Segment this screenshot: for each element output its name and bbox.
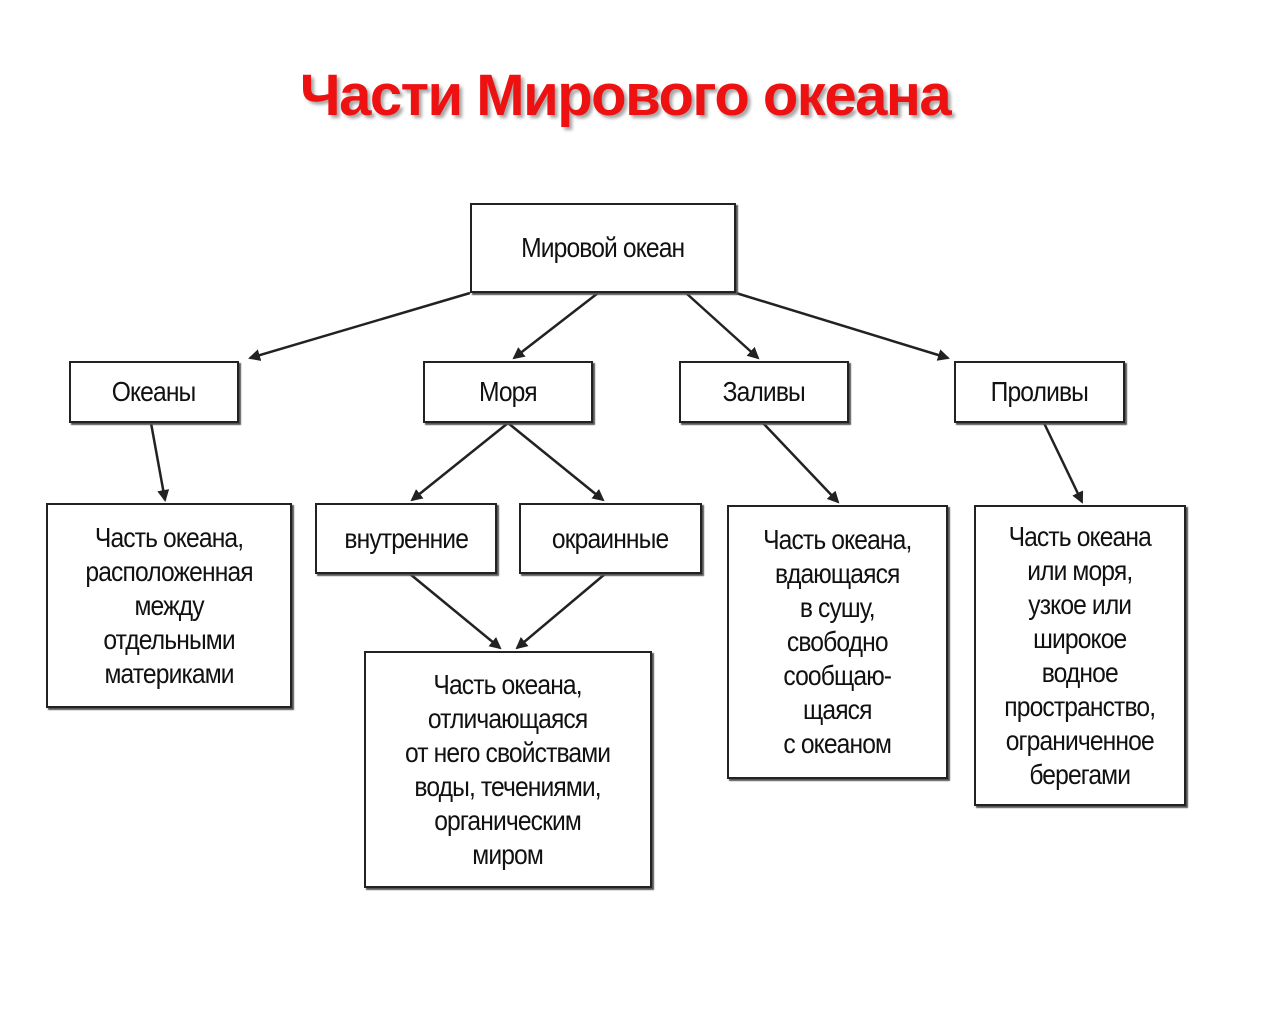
root-label: Мировой океан — [521, 232, 685, 263]
straits-definition-text: Часть океана или моря, узкое или широкое… — [1004, 520, 1157, 790]
seas-definition-box: Часть океана, отличающаяся от него свойс… — [364, 651, 652, 888]
arrow-root-seas — [512, 292, 599, 360]
seas-box: Моря — [423, 361, 593, 423]
arrow-seas-marginal — [507, 422, 605, 502]
arrow-seas-inner — [410, 422, 509, 502]
gulfs-label: Заливы — [722, 376, 806, 407]
arrow-oceans-def — [149, 422, 170, 502]
inner-seas-label: внутренние — [344, 522, 468, 554]
gulfs-box: Заливы — [679, 361, 849, 423]
marginal-seas-label: окраинные — [552, 522, 669, 554]
gulfs-definition-text: Часть океана, вдающаяся в сушу, свободно… — [763, 524, 912, 759]
straits-label: Проливы — [990, 376, 1089, 407]
seas-definition-text: Часть океана, отличающаяся от него свойс… — [405, 668, 611, 870]
arrow-gulfs-def — [762, 422, 840, 504]
arrow-root-oceans — [248, 291, 471, 361]
arrow-root-gulfs — [685, 292, 760, 360]
gulfs-definition-box: Часть океана, вдающаяся в сушу, свободно… — [727, 505, 948, 779]
arrow-inner-def — [409, 573, 502, 650]
oceans-definition-box: Часть океана, расположенная между отдель… — [46, 503, 292, 708]
inner-seas-box: внутренние — [315, 503, 497, 574]
oceans-definition-text: Часть океана, расположенная между отдель… — [85, 521, 253, 689]
arrow-marginal-def — [515, 573, 606, 650]
arrow-root-straits — [735, 291, 950, 361]
root-box: Мировой океан — [470, 203, 736, 293]
seas-label: Моря — [479, 376, 538, 407]
marginal-seas-box: окраинные — [519, 503, 702, 574]
oceans-box: Океаны — [69, 361, 239, 423]
arrow-straits-def — [1042, 422, 1084, 504]
straits-definition-box: Часть океана или моря, узкое или широкое… — [974, 505, 1186, 806]
straits-box: Проливы — [954, 361, 1125, 423]
oceans-label: Океаны — [112, 376, 197, 407]
page-title: Части Мирового океана — [299, 63, 952, 128]
